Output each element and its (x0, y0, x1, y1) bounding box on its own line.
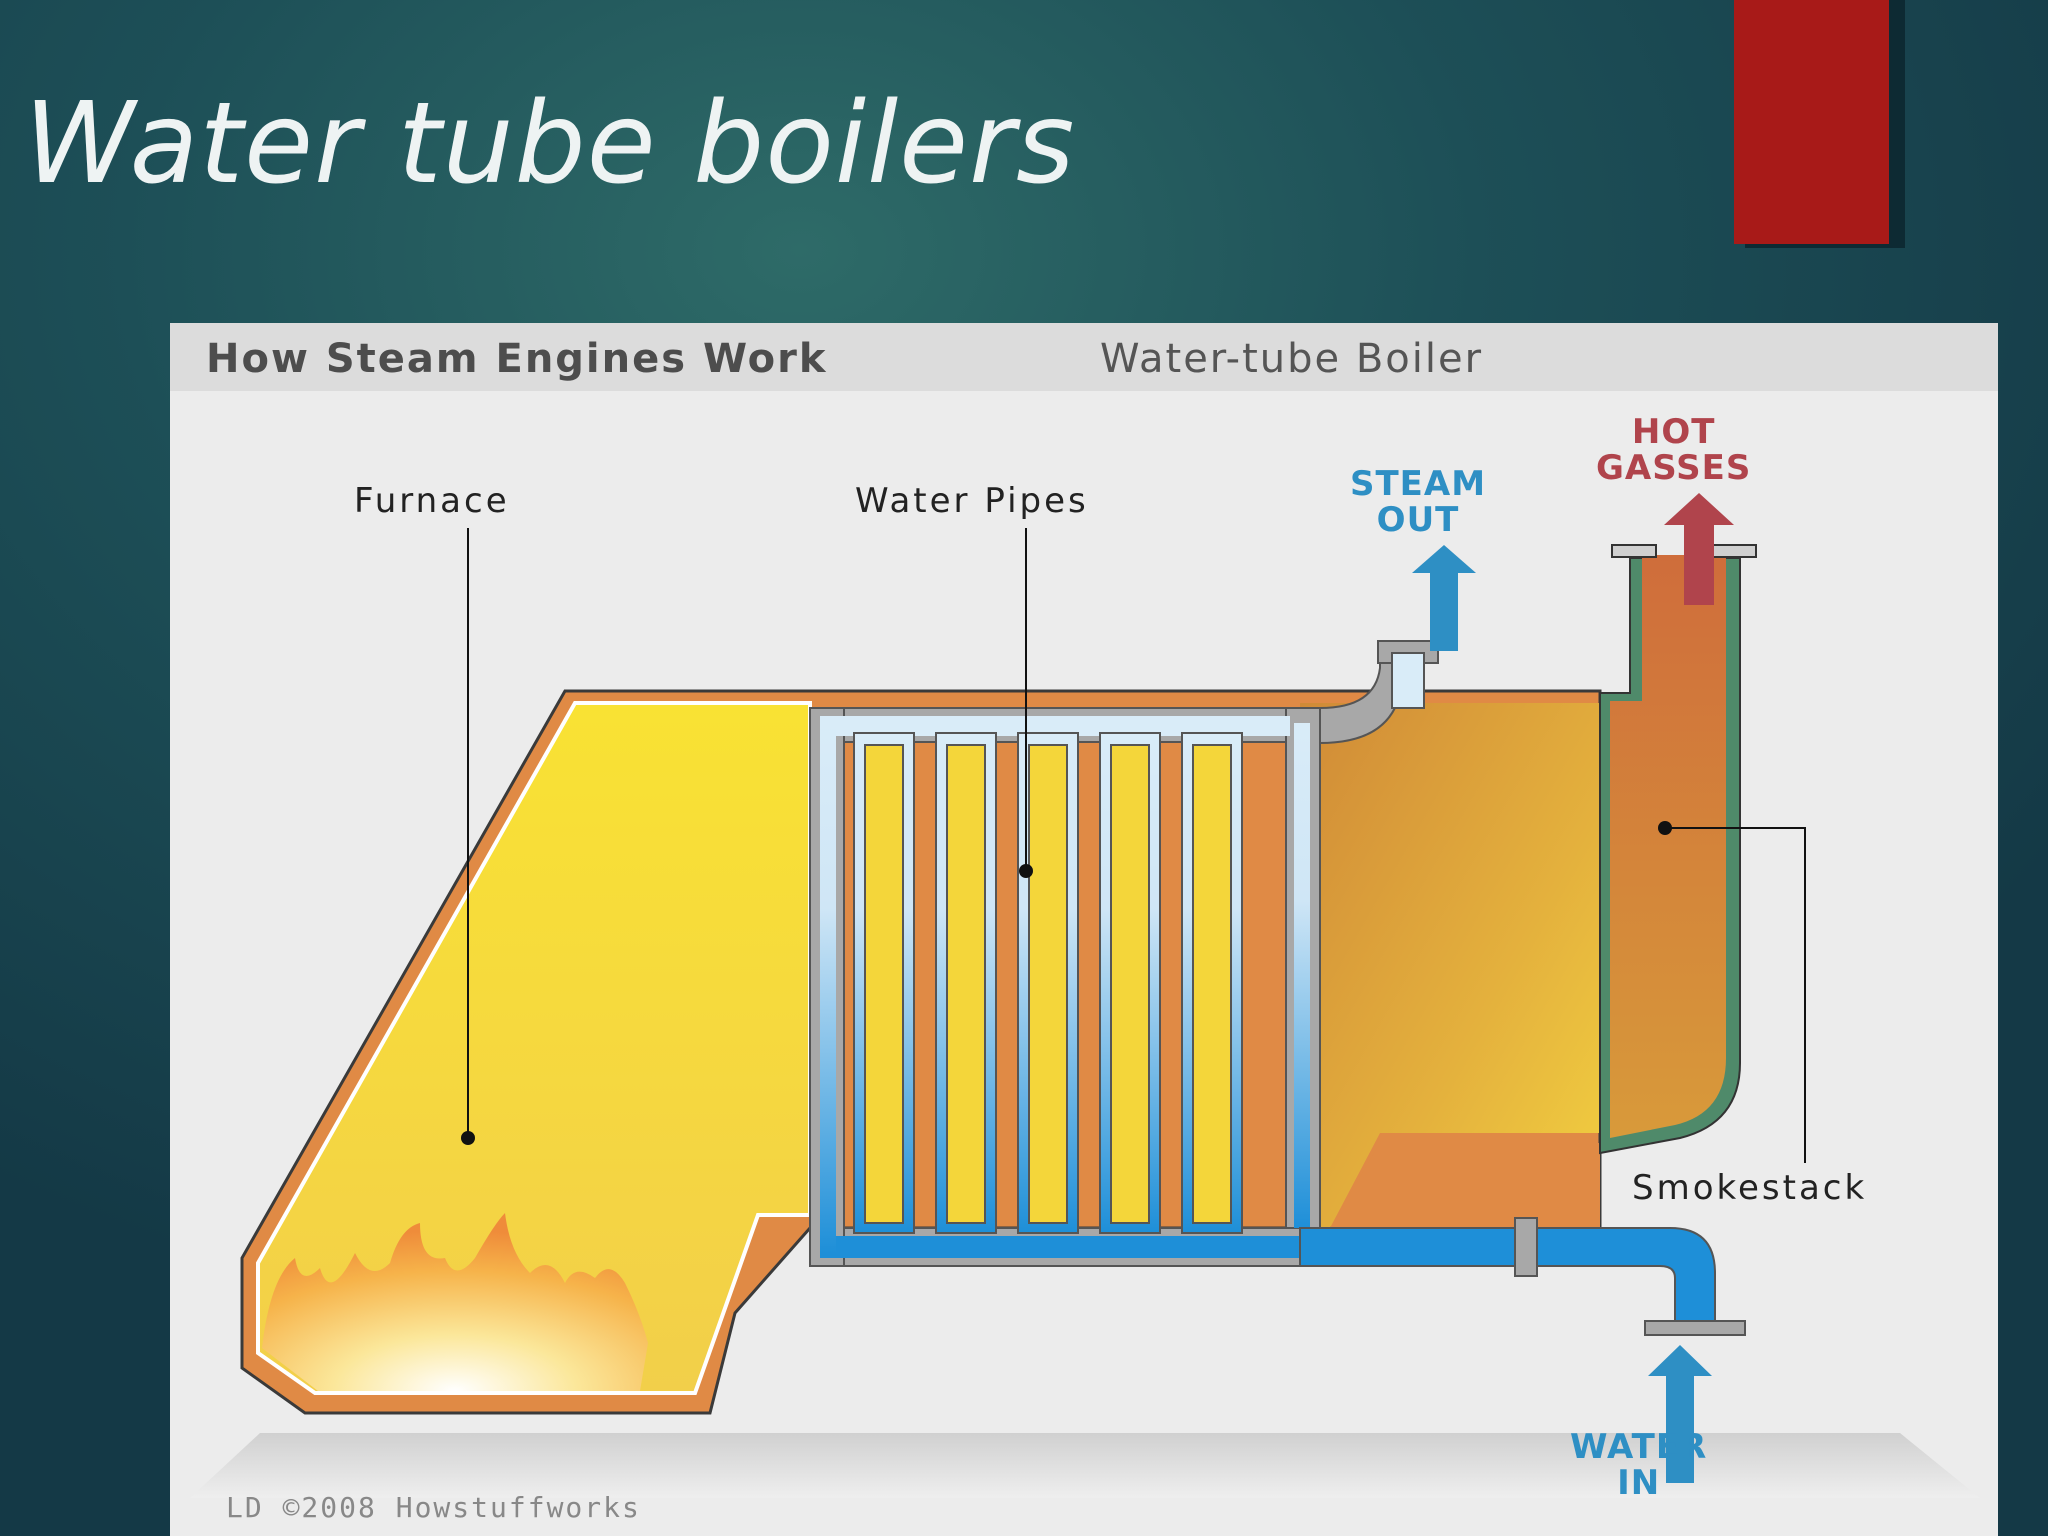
water-in-arrow (1648, 1345, 1712, 1483)
label-smokestack: Smokestack (1632, 1168, 1868, 1208)
water-pipes-leader-dot (1019, 864, 1033, 878)
smokestack-leader-line (1665, 827, 1806, 1163)
water-tubes (853, 732, 1243, 1234)
lower-casing-block (1330, 1143, 1600, 1228)
smokestack-inner (1610, 555, 1726, 1138)
smokestack-leader-dot (1658, 821, 1672, 835)
slide-title: Water tube boilers (24, 79, 1076, 209)
lower-drum-water (820, 1236, 1300, 1258)
hot-gas-arrow (1664, 493, 1734, 605)
furnace-flames (262, 1213, 648, 1391)
label-steam-out: STEAM OUT (1350, 464, 1487, 540)
label-water-pipes: Water Pipes (855, 481, 1089, 521)
upper-drum-water (820, 716, 1290, 736)
figure-subtitle: Water-tube Boiler (1100, 336, 1484, 382)
steam-out-arrow (1412, 545, 1476, 651)
downcomer-water (820, 723, 836, 1253)
smokestack-cap-left (1611, 544, 1657, 558)
water-inlet-pipe (1299, 1227, 1716, 1324)
furnace-leader-dot (461, 1131, 475, 1145)
hot-gas-chamber (1300, 703, 1600, 1228)
smokestack-cap-right (1711, 544, 1757, 558)
label-furnace: Furnace (354, 481, 510, 521)
water-inlet-flange (1644, 1320, 1746, 1336)
figure-header: How Steam Engines Work Water-tube Boiler (170, 323, 1998, 391)
boiler-illustration (190, 493, 1980, 1498)
water-inlet-coupling (1514, 1217, 1538, 1277)
label-hot-gasses: HOT GASSES (1596, 412, 1752, 488)
floor-shadow (190, 1433, 1980, 1498)
figure-title: How Steam Engines Work (206, 336, 828, 382)
boiler-diagram-figure: How Steam Engines Work Water-tube Boiler (170, 323, 1998, 1536)
label-water-in: WATER IN (1570, 1427, 1708, 1503)
riser-water (1294, 723, 1310, 1228)
accent-bar (1734, 0, 1889, 244)
steam-outlet-stub (1391, 652, 1425, 709)
figure-credit: LD ©2008 Howstuffworks (226, 1491, 641, 1524)
